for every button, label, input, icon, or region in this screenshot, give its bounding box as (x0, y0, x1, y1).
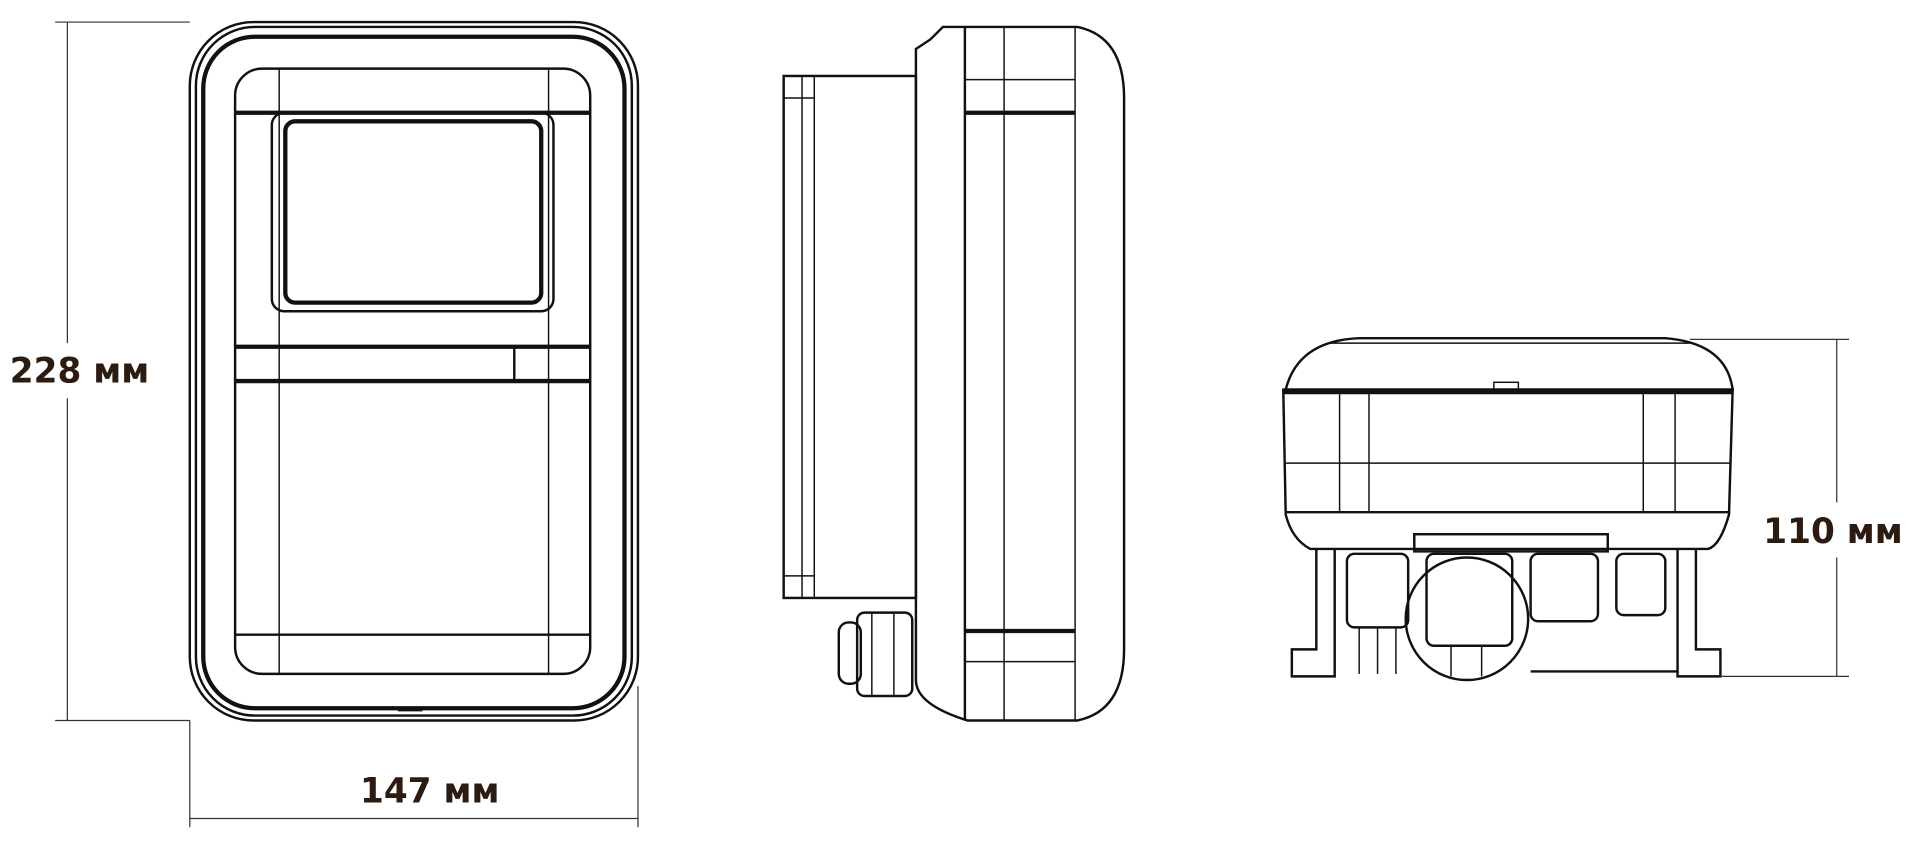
cable-gland (837, 611, 914, 698)
height-dimension-label: 228 мм (10, 351, 150, 391)
dimension-lines (55, 21, 1849, 828)
front-view (188, 20, 640, 722)
display-frame (270, 111, 555, 313)
side-view (782, 25, 1126, 722)
bottom-view (1282, 336, 1735, 682)
width-dimension-label: 147 мм (360, 772, 500, 812)
display-screen (283, 119, 544, 305)
depth-dimension-label: 110 мм (1763, 512, 1903, 552)
cable-glands (1345, 533, 1667, 682)
